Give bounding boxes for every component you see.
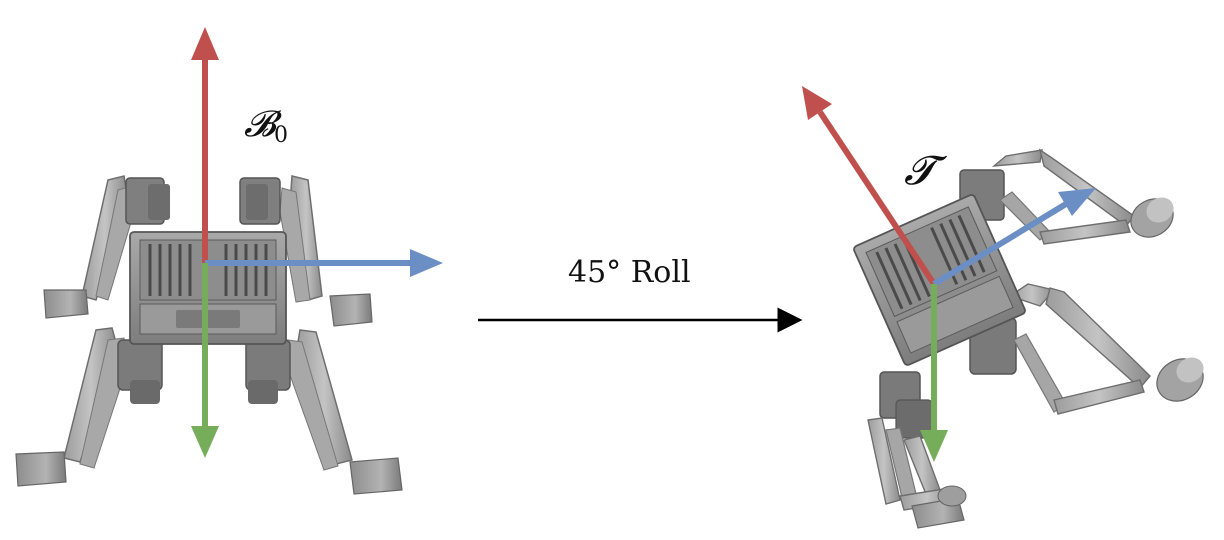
robot-upright — [15, 175, 403, 495]
rolled-foot-upper — [1130, 197, 1174, 238]
transition-label: 45° Roll — [568, 255, 691, 290]
t-side-arrowhead — [1058, 188, 1096, 216]
frame-b0-label: 𝓑 0 — [244, 104, 288, 148]
robot-rolled — [853, 148, 1204, 529]
t-up-arrowhead — [802, 86, 832, 120]
b0-subscript: 0 — [274, 123, 288, 148]
leg-rear-left — [15, 327, 163, 487]
t-side-axis — [932, 201, 1068, 287]
leg-front-right — [239, 175, 373, 327]
rolled-leg-upper — [959, 148, 1174, 245]
rolled-leg-lower — [867, 371, 967, 529]
b0-down-arrowhead — [191, 426, 219, 458]
transition: 45° Roll — [478, 255, 803, 333]
t-down-arrowhead — [920, 430, 948, 462]
b0-up-arrowhead — [191, 27, 219, 60]
frame-b0-axes — [191, 27, 443, 458]
rolled-foot-middle — [1156, 357, 1204, 402]
b0-side-arrowhead — [410, 249, 443, 277]
t-up-axis — [817, 110, 937, 286]
frame-t-axes — [802, 86, 1096, 462]
leg-rear-right — [245, 329, 403, 495]
rolled-leg-middle — [969, 283, 1204, 415]
rolled-foot-lower — [911, 485, 967, 529]
b0-symbol: 𝓑 — [244, 104, 282, 145]
leg-front-left — [43, 175, 170, 319]
t-symbol: 𝓣 — [904, 148, 948, 194]
